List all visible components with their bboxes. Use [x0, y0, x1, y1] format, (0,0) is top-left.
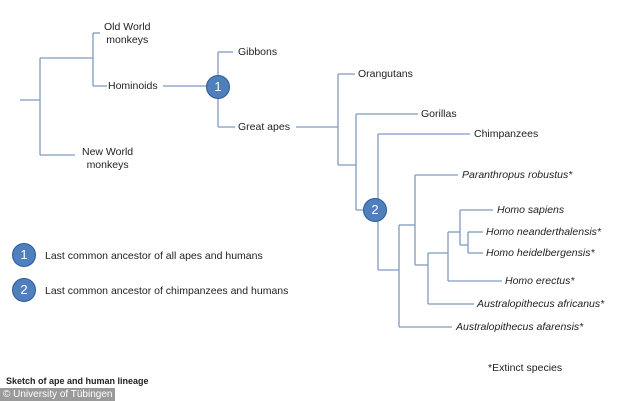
label-hominoids: Hominoids — [108, 80, 158, 92]
label-australopithecus-afarensis: Australopithecus afarensis* — [456, 321, 584, 333]
image-credit: © University of Tübingen — [0, 388, 116, 401]
label-great-apes: Great apes — [238, 121, 290, 133]
label-australopithecus-africanus: Australopithecus africanus* — [477, 298, 605, 310]
badge-node-1: 1 — [206, 75, 230, 99]
legend-text-1: Last common ancestor of all apes and hum… — [45, 250, 263, 262]
figure-caption: Sketch of ape and human lineage — [6, 376, 149, 386]
label-homo-heidelbergensis: Homo heidelbergensis* — [486, 247, 595, 259]
label-old-world-monkeys: Old World monkeys — [104, 21, 151, 46]
label-new-world-monkeys: New World monkeys — [82, 146, 134, 171]
legend-badge-2: 2 — [12, 278, 36, 302]
label-paranthropus-robustus: Paranthropus robustus* — [462, 169, 573, 181]
label-orangutans: Orangutans — [358, 68, 413, 80]
legend-badge-1: 1 — [12, 243, 36, 267]
legend-text-2: Last common ancestor of chimpanzees and … — [45, 285, 289, 297]
label-homo-erectus: Homo erectus* — [505, 275, 575, 287]
label-gorillas: Gorillas — [421, 108, 457, 120]
label-homo-neanderthalensis: Homo neanderthalensis* — [486, 226, 601, 238]
label-gibbons: Gibbons — [238, 46, 278, 58]
label-chimpanzees: Chimpanzees — [474, 128, 539, 140]
badge-node-2: 2 — [363, 198, 387, 222]
extinct-species-note: *Extinct species — [488, 362, 563, 374]
label-homo-sapiens: Homo sapiens — [497, 204, 565, 216]
